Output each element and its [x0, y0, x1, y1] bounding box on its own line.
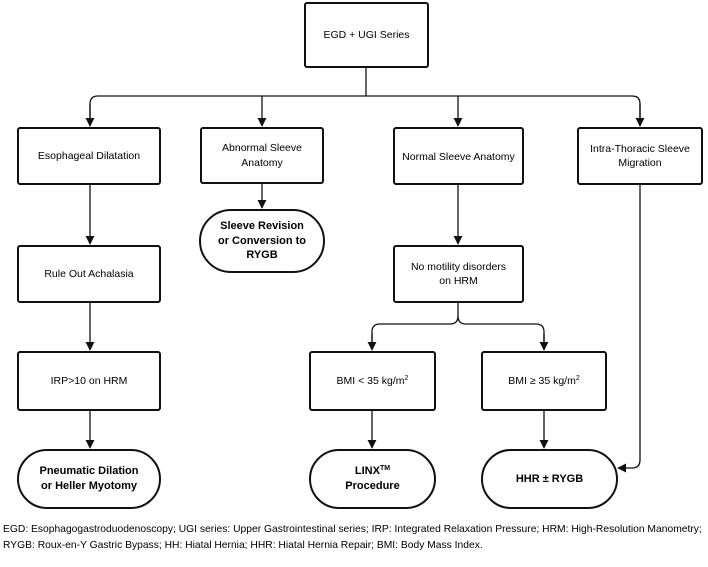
- bmi-high-box: BMI ≥ 35 kg/m2: [481, 351, 607, 411]
- rule-out-achalasia-box: Rule Out Achalasia: [17, 245, 161, 303]
- esophageal-dilatation-box: Esophageal Dilatation: [17, 127, 161, 185]
- irp-label: IRP>10 on HRM: [50, 374, 128, 387]
- bmi-low-box: BMI < 35 kg/m2: [309, 351, 436, 411]
- bmi-low-label: BMI < 35 kg/m2: [336, 374, 409, 387]
- egd-ugi-label: EGD + UGI Series: [323, 28, 410, 41]
- no-motility-box: No motility disorders on HRM: [393, 245, 524, 303]
- rule-out-achalasia-label: Rule Out Achalasia: [44, 267, 134, 280]
- abbreviation-footnote: EGD: Esophagogastroduodenoscopy; UGI ser…: [3, 524, 702, 551]
- hhr-label: HHR ± RYGB: [515, 472, 584, 485]
- connector-intrathoracic-to-hhr: [617, 185, 641, 473]
- sleeve-revision-terminal: Sleeve Revision or Conversion to RYGB: [199, 209, 325, 273]
- connector-motility-branch-right: [457, 315, 545, 348]
- normal-sleeve-box: Normal Sleeve Anatomy: [393, 127, 524, 185]
- abnormal-sleeve-box: Abnormal Sleeve Anatomy: [200, 127, 324, 184]
- pneumatic-label: Pneumatic Dilation or Heller Myotomy: [39, 465, 139, 492]
- egd-ugi-box: EGD + UGI Series: [304, 2, 429, 68]
- pneumatic-terminal: Pneumatic Dilation or Heller Myotomy: [17, 449, 161, 509]
- esophageal-dilatation-label: Esophageal Dilatation: [37, 149, 141, 162]
- sleeve-revision-label: Sleeve Revision or Conversion to RYGB: [217, 219, 306, 262]
- abnormal-sleeve-label: Abnormal Sleeve Anatomy: [222, 142, 302, 169]
- connector-motility-branch: [371, 303, 459, 348]
- intrathoracic-label: Intra-Thoracic Sleeve Migration: [590, 142, 690, 169]
- connector-root-branch: [89, 95, 641, 126]
- no-motility-label: No motility disorders on HRM: [410, 260, 507, 287]
- hhr-terminal: HHR ± RYGB: [481, 449, 618, 509]
- irp-box: IRP>10 on HRM: [17, 351, 161, 411]
- intrathoracic-box: Intra-Thoracic Sleeve Migration: [577, 127, 703, 185]
- normal-sleeve-label: Normal Sleeve Anatomy: [402, 151, 515, 163]
- flowchart-connectors: [85, 68, 645, 473]
- bmi-high-label: BMI ≥ 35 kg/m2: [508, 374, 580, 387]
